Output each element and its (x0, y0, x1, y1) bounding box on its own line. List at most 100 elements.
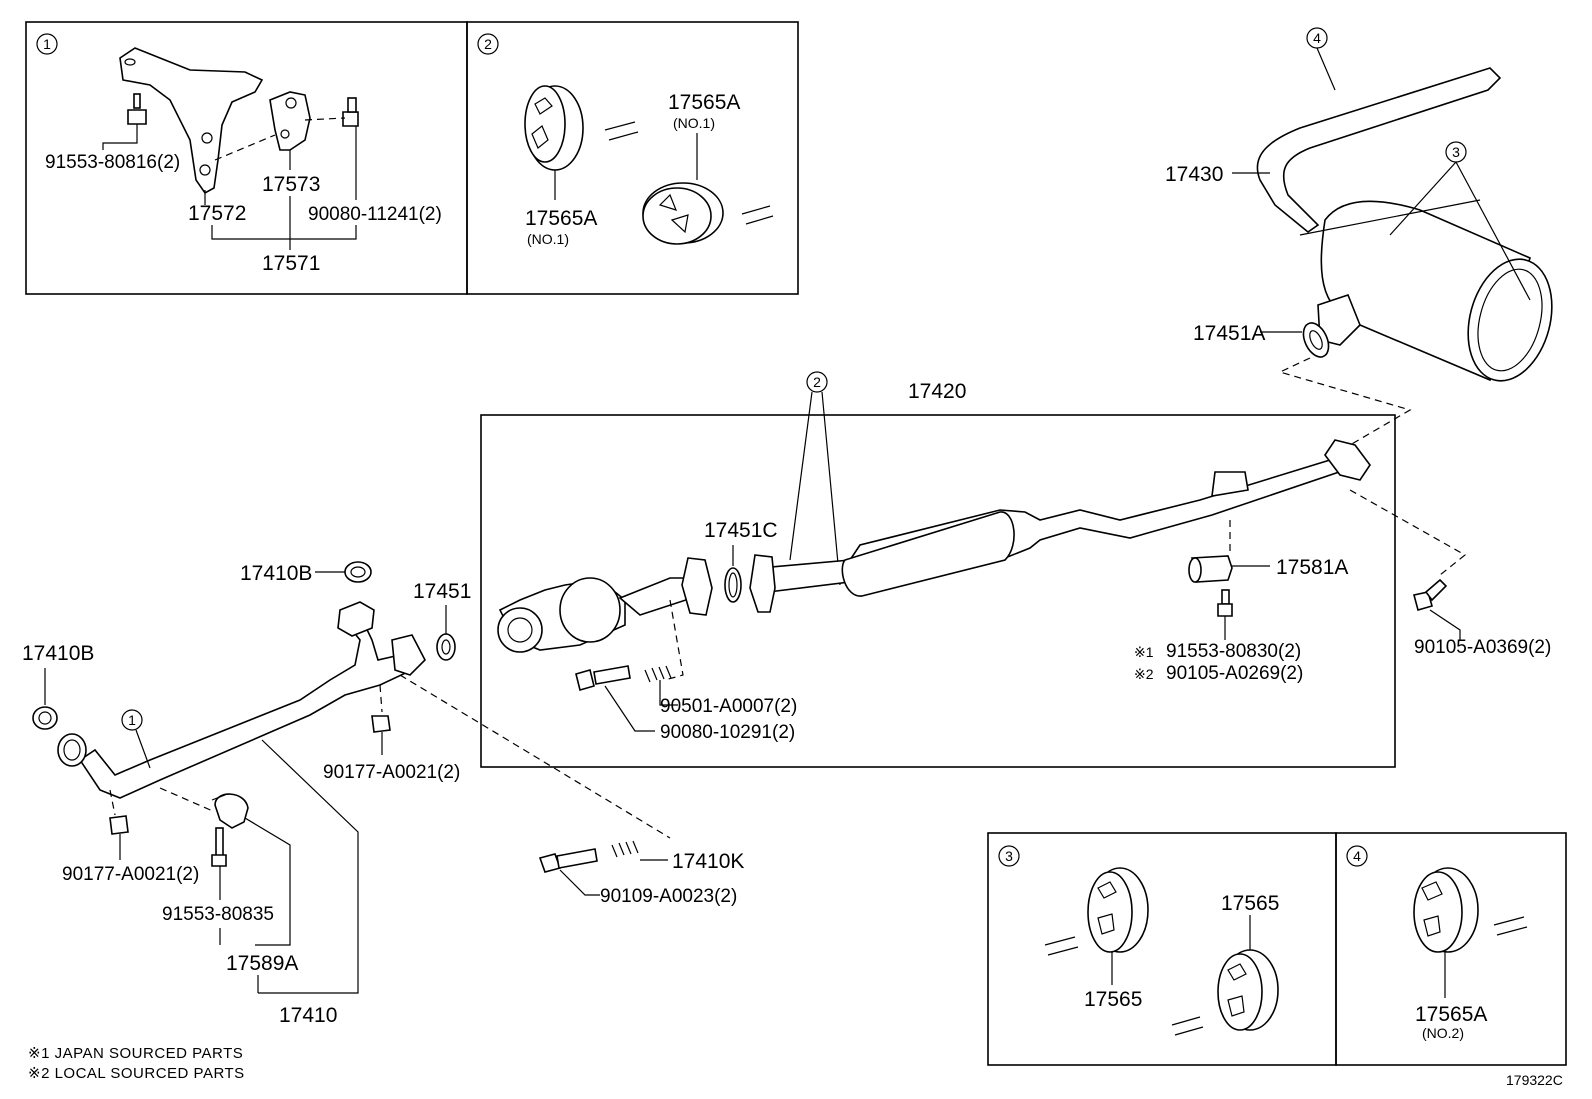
callout-2-label: 2 (484, 36, 492, 52)
gasket-17451A-icon (1302, 322, 1330, 358)
callout-4-inset-marker (1346, 845, 1368, 867)
front-pipe-assembly: 17410B 17451 17410B 1 90177-A0021(2) (22, 561, 744, 1027)
callout-3-marker-label: 3 (1452, 144, 1460, 160)
nut-lower-icon (109, 815, 129, 835)
bracket-17573-shape (269, 91, 311, 151)
leader-line (135, 729, 151, 769)
leader-dashed (1349, 489, 1467, 576)
label-17573: 17573 (262, 173, 320, 196)
bracket-hole (280, 129, 290, 139)
label-91553-80816: 91553-80816(2) (45, 152, 180, 173)
hanger-lower-icon (642, 182, 724, 245)
leader-dashed (1278, 357, 1412, 446)
bolt-91553-80816-icon (127, 93, 147, 125)
label-91553-80830: 91553-80830(2) (1166, 641, 1301, 662)
leader-dashed (379, 684, 383, 713)
front-pipe-upper-flange (337, 601, 375, 637)
pipe-stub (741, 205, 774, 225)
hanger-17565A-no2-icon (1413, 867, 1479, 953)
label-17565-a: 17565 (1084, 988, 1142, 1011)
pipe-stub (1171, 1016, 1204, 1036)
label-90080-11241: 90080-11241(2) (308, 204, 442, 225)
bracket-hole (124, 58, 136, 66)
leader-bracket (211, 225, 357, 240)
label-17451: 17451 (413, 580, 471, 603)
front-flange-center (749, 554, 776, 613)
callout-1-marker-main (121, 709, 143, 731)
callout-1-marker (36, 33, 58, 55)
front-pipe-inlet (57, 733, 87, 767)
clamp-icon (211, 793, 249, 829)
label-17565A-lower: 17565A (525, 207, 597, 230)
gasket-17451C-icon (724, 567, 742, 603)
label-17420: 17420 (908, 380, 966, 403)
callout-1-marker-main-label: 1 (128, 712, 136, 728)
pipe-rod (1299, 199, 1481, 236)
leader-line (244, 817, 291, 946)
label-90177-A0021-lower: 90177-A0021(2) (62, 864, 199, 885)
label-17451A: 17451A (1193, 322, 1265, 345)
leader-dashed (664, 599, 684, 681)
callout-2-marker-main (806, 371, 828, 393)
leader-dashed (399, 674, 671, 839)
label-17565A-no2-sub: (NO.2) (1422, 1025, 1464, 1041)
leader-line (1316, 47, 1336, 91)
leader-line (659, 680, 678, 706)
callout-4-inset-label: 4 (1353, 848, 1361, 864)
leader-line (789, 391, 841, 586)
clamp-bolt-icon (211, 827, 227, 867)
label-17565A-lower-sub: (NO.1) (527, 231, 569, 247)
bracket-17572-shape (119, 47, 264, 195)
gasket-17410B-upper-icon (344, 561, 372, 583)
mark-2: ※2 (1134, 666, 1154, 682)
label-17581A: 17581A (1276, 556, 1348, 579)
mark-1: ※1 (1134, 644, 1154, 660)
callout-2-marker (477, 33, 499, 55)
callout-1-label: 1 (43, 36, 51, 52)
label-17410B-left: 17410B (22, 642, 94, 665)
leader-line (559, 869, 600, 896)
label-90105-A0369: 90105-A0369(2) (1414, 637, 1551, 658)
sensor-bolt-icon (1217, 589, 1233, 617)
front-pipe-rear-flange (391, 634, 426, 676)
bolt-90080-11241-icon (342, 97, 359, 127)
callout-3-inset-marker (998, 845, 1020, 867)
bracket-hole (201, 132, 213, 144)
tail-pipe-shape (1256, 67, 1502, 234)
label-17410: 17410 (279, 1004, 337, 1027)
inset-3-frame (987, 832, 1337, 1066)
label-17451C: 17451C (704, 519, 778, 542)
spring-17410K-icon (611, 840, 639, 858)
leader-line (102, 124, 138, 150)
label-17430: 17430 (1165, 163, 1223, 186)
spring-90501-A0007-icon (644, 665, 672, 683)
label-17571: 17571 (262, 252, 320, 275)
rear-bolt-group: 90105-A0369(2) (1349, 489, 1551, 658)
hanger-17565-b-icon (1217, 949, 1279, 1031)
leader-dashed (109, 789, 116, 816)
inset-4-frame (1335, 832, 1567, 1066)
label-17572: 17572 (188, 202, 246, 225)
gasket-17410B-left-icon (32, 706, 58, 730)
label-17565-b: 17565 (1221, 892, 1279, 915)
resonator-shape (841, 511, 1015, 597)
label-17565A-no2: 17565A (1415, 1003, 1487, 1026)
catalytic-converter-icon (497, 557, 713, 653)
label-17565A-upper-sub: (NO.1) (673, 115, 715, 131)
pipe-stub (1493, 916, 1528, 936)
callout-3-inset-label: 3 (1005, 848, 1013, 864)
inset-2-frame (466, 21, 799, 295)
label-90501-A0007: 90501-A0007(2) (660, 696, 797, 717)
inset-2-hangers: 2 17565A (NO.1) 17565A (NO.1) (466, 21, 799, 295)
nut-upper-icon (371, 715, 391, 733)
leader-dashed (304, 117, 346, 121)
front-pipe-shape (78, 613, 414, 799)
label-90109-A0023: 90109-A0023(2) (600, 886, 737, 907)
center-pipe-frame (480, 414, 1396, 768)
pipe-stub (604, 121, 639, 141)
leader-dashed (159, 787, 216, 813)
bolt-90105-A0369-icon (1413, 578, 1448, 611)
leader-line (1389, 161, 1531, 301)
rear-flange-center (1324, 439, 1371, 481)
